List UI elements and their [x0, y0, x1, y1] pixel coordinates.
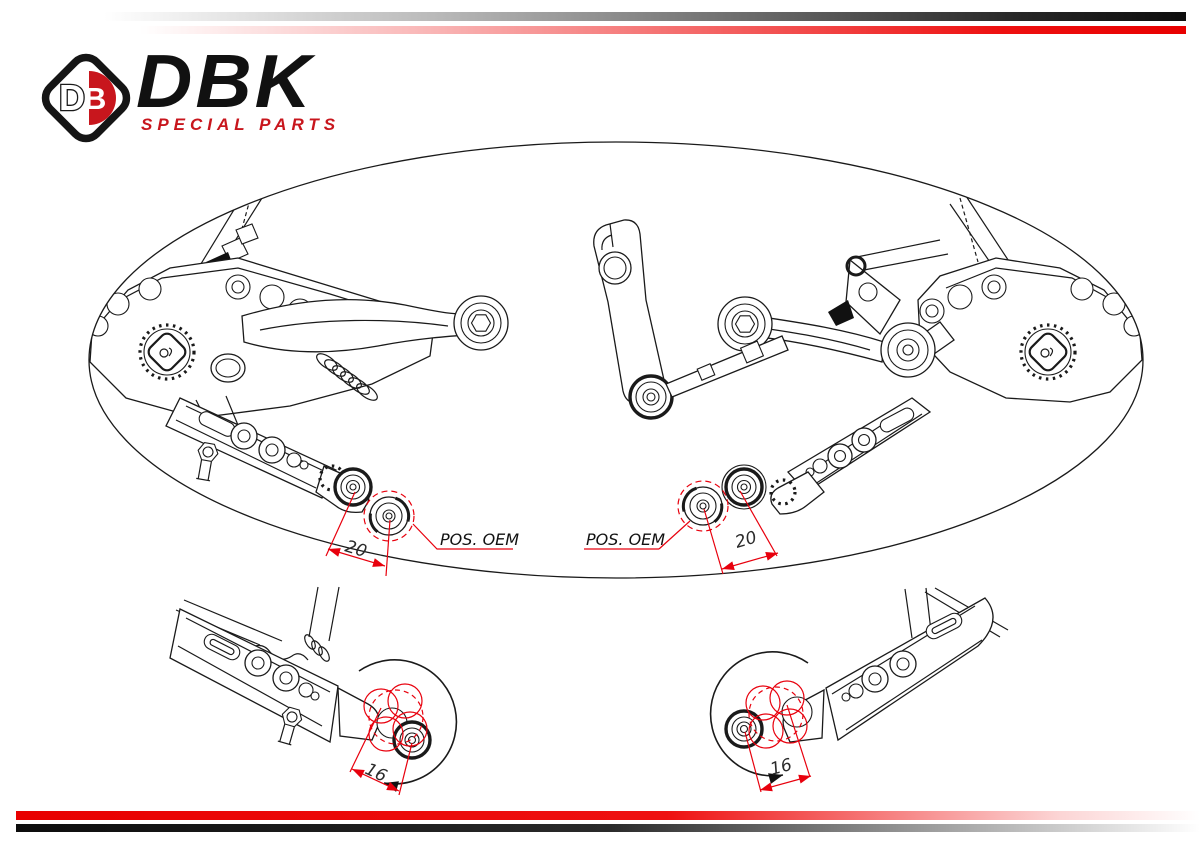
bottom-stripe-red [16, 811, 1200, 820]
top-stripe-black [104, 12, 1186, 21]
brand-name: DBK [136, 38, 314, 124]
right-oem-annotation: 20 POS. OEM [584, 480, 779, 575]
left-rearset-assembly [89, 189, 509, 536]
top-stripe-red [140, 26, 1186, 34]
detail-right-position-circles [745, 680, 808, 749]
left-rod-end [453, 295, 509, 351]
left-adjuster-knob [138, 323, 196, 381]
shift-rod [665, 335, 789, 398]
main-view-ellipse [88, 141, 1144, 579]
right-footpeg-new-position [721, 464, 767, 510]
left-oem-annotation: 20 POS. OEM [325, 490, 519, 577]
logo-half-disc [89, 71, 116, 125]
left-footpeg-oem-position [368, 496, 411, 536]
detail-left-position-circles [363, 683, 428, 752]
detail-right-rotation-arc [709, 651, 809, 777]
detail-left-rotation-arc [358, 659, 458, 785]
left-lock-bolt [196, 441, 219, 482]
right-heel-plate [917, 257, 1143, 403]
right-dimension-label: 20 [733, 528, 759, 553]
gear-lever [593, 219, 674, 420]
left-dimension-label: 20 [343, 537, 370, 562]
logo-monogram-d: D [59, 77, 85, 118]
right-footpeg-oem-position [681, 486, 724, 526]
right-adjuster-knob [1019, 323, 1077, 381]
right-rearset-assembly [593, 195, 1143, 526]
bottom-stripe-black [16, 824, 1200, 832]
main-view-content [89, 189, 1143, 536]
logo-monogram-b: B [84, 81, 106, 116]
detail-left-lock-bolt [277, 706, 303, 746]
detail-left-footpeg [392, 720, 432, 760]
right-pos-oem-label: POS. OEM [586, 530, 665, 549]
right-rod-end [717, 296, 773, 352]
brand-tagline: SPECIAL PARTS [141, 115, 341, 134]
left-footpeg-new-position [333, 467, 373, 507]
left-pos-oem-label: POS. OEM [440, 530, 519, 549]
left-return-spring [316, 353, 378, 401]
detail-right-rotation-arrow [768, 773, 783, 784]
detail-view-right: 16 [709, 587, 1009, 793]
detail-view-left: 16 [169, 586, 458, 796]
left-adjuster-bracket [165, 397, 337, 499]
detail-right-dimension-label: 16 [768, 755, 794, 780]
dbk-logo-emblem: D B [41, 53, 131, 143]
right-pivot-hub [880, 322, 936, 378]
